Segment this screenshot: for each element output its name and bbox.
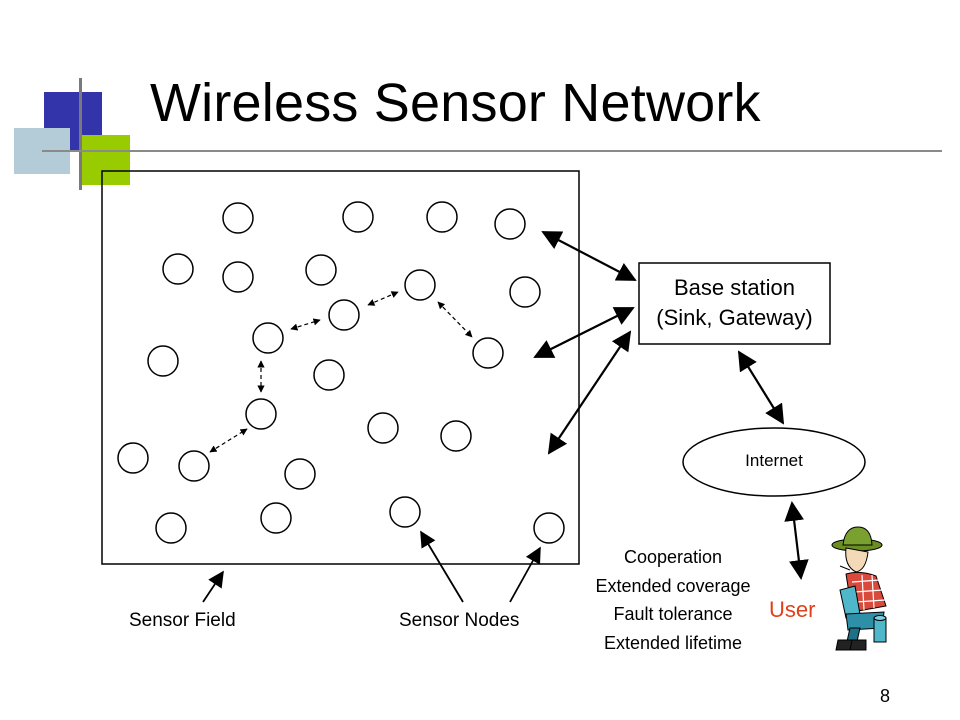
user-label: User xyxy=(769,597,816,622)
sensor-node xyxy=(117,442,149,474)
multihop-arrow xyxy=(367,291,399,306)
sensor-nodes-pointer xyxy=(420,530,464,603)
sensor-nodes-label: Sensor Nodes xyxy=(399,610,520,631)
sensor-node xyxy=(155,512,187,544)
internet-label: Internet xyxy=(745,451,803,470)
internet-to-user-arrow xyxy=(784,501,809,580)
node-to-base-arrow xyxy=(541,231,637,281)
benefit-item: Cooperation xyxy=(623,547,723,567)
base-to-internet-arrow xyxy=(737,350,785,425)
sensor-node xyxy=(328,299,360,331)
sensor-node xyxy=(533,512,565,544)
base-station-label: Base station (Sink, Gateway) xyxy=(639,273,830,333)
benefits-list: Cooperation Extended coverage Fault tole… xyxy=(562,543,784,657)
sensor-node xyxy=(440,420,472,452)
node-to-base-arrow xyxy=(547,330,632,455)
sensor-nodes-pointer xyxy=(509,546,541,603)
multihop-arrow xyxy=(290,318,321,331)
benefit-item: Extended lifetime xyxy=(603,632,743,653)
sensor-node xyxy=(426,201,458,233)
sensor-node xyxy=(313,359,345,391)
sensor-nodes xyxy=(117,201,565,544)
logo-vertical-line xyxy=(79,78,82,190)
sensor-node xyxy=(342,201,374,233)
sensor-node xyxy=(252,322,284,354)
logo-green-square xyxy=(80,135,130,185)
sensor-node xyxy=(222,202,254,234)
benefit-item: Fault tolerance xyxy=(613,604,733,624)
sensor-node xyxy=(404,269,436,301)
sensor-node xyxy=(222,261,254,293)
base-station-line1: Base station xyxy=(673,275,796,300)
logo-horizontal-line xyxy=(42,150,942,152)
sensor-node xyxy=(260,502,292,534)
internet-ellipse xyxy=(682,427,866,497)
sensor-node xyxy=(178,450,210,482)
sensor-field-label: Sensor Field xyxy=(129,610,236,631)
slide-title: Wireless Sensor Network xyxy=(150,73,761,133)
sensor-node xyxy=(389,496,421,528)
sensor-node xyxy=(147,345,179,377)
sensor-node xyxy=(284,458,316,490)
page-number: 8 xyxy=(880,686,891,706)
multihop-links xyxy=(209,291,473,453)
label-pointers xyxy=(202,530,541,603)
sensor-node xyxy=(494,208,526,240)
connection-arrows xyxy=(533,231,809,580)
sensor-node xyxy=(367,412,399,444)
benefit-item: Extended coverage xyxy=(595,575,751,596)
base-station-box xyxy=(638,262,831,345)
sensor-node xyxy=(472,337,504,369)
multihop-arrow xyxy=(437,301,473,338)
sensor-node xyxy=(245,398,277,430)
sensor-field-pointer xyxy=(202,570,224,603)
base-station-line2: (Sink, Gateway) xyxy=(656,305,813,330)
sensor-node xyxy=(162,253,194,285)
multihop-arrow xyxy=(209,428,248,453)
user-icon xyxy=(831,526,887,651)
sensor-node xyxy=(509,276,541,308)
sensor-node xyxy=(305,254,337,286)
